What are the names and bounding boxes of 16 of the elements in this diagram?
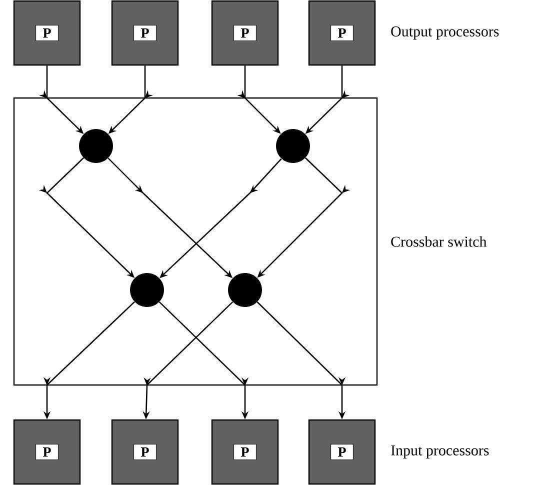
processor-box: P [111,0,179,66]
processor-box: P [13,419,81,485]
processor-box: P [308,419,376,485]
processor-box: P [211,0,279,66]
row-label: Output processors [391,26,499,40]
switch-label: Crossbar switch [391,236,487,247]
switch-node [130,273,164,307]
row-label: Input processors [391,445,489,458]
processor-box: P [308,0,376,66]
switch-box [13,97,378,386]
switch-node [228,273,262,307]
processor-box: P [211,419,279,485]
processor-box: P [13,0,81,66]
switch-node [276,129,310,163]
processor-box: P [111,419,179,485]
switch-node [79,129,113,163]
